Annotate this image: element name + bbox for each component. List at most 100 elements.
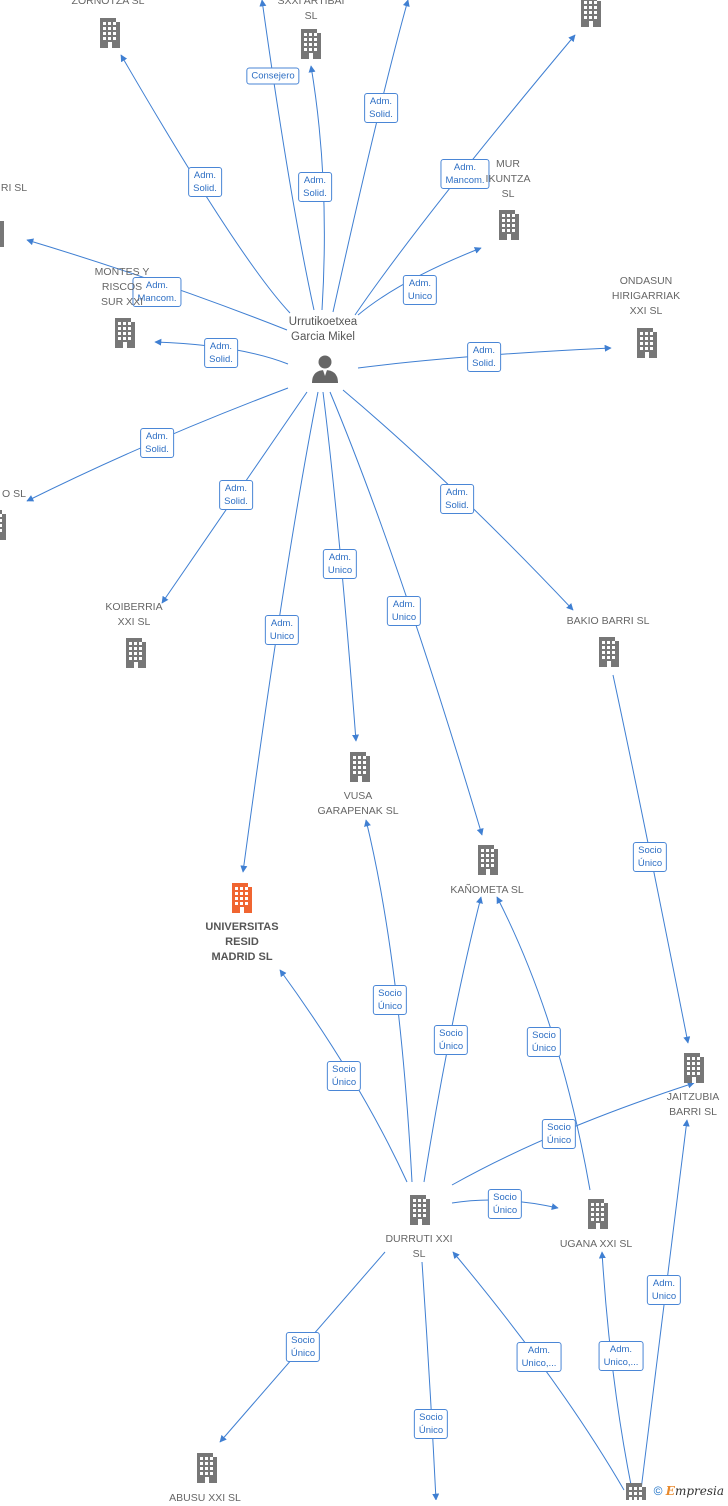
node-label-kanometa[interactable]: KAÑOMETA SL <box>450 883 523 898</box>
edge-label-person-to-ondasun[interactable]: Adm.Solid. <box>467 342 501 372</box>
edge-label-person-to-vusa[interactable]: Adm.Unico <box>323 549 357 579</box>
building-icon[interactable] <box>599 637 619 667</box>
edge-label-line: Adm. <box>270 617 294 630</box>
node-label-line: IKUNTZA <box>486 172 531 187</box>
edge-label-bottomright-to-durruti[interactable]: Adm.Unico,... <box>517 1342 562 1372</box>
edge-label-line: Único <box>532 1042 556 1055</box>
node-label-line: BAKIO BARRI SL <box>567 614 650 629</box>
edge-label-person-to-leftmid[interactable]: Adm.Solid. <box>140 428 174 458</box>
edge-label-person-to-mur[interactable]: Adm.Unico <box>403 275 437 305</box>
edge-label-line: Adm. <box>145 430 169 443</box>
edge-label-line: Socio <box>547 1121 571 1134</box>
edge-label-line: Mancom. <box>445 174 484 187</box>
edge-label-line: Unico <box>328 564 352 577</box>
building-icon[interactable] <box>126 638 146 668</box>
building-icon[interactable] <box>0 217 4 247</box>
edge-durruti-to-bottomleft <box>422 1262 436 1500</box>
building-icon[interactable] <box>588 1199 608 1229</box>
node-label-line: KOIBERRIA <box>105 600 162 615</box>
edge-label-line: Socio <box>332 1063 356 1076</box>
edge-label-line: Unico <box>652 1290 676 1303</box>
edge-label-line: Único <box>439 1040 463 1053</box>
node-label-line: DURRUTI XXI <box>385 1232 452 1247</box>
edge-label-line: Socio <box>419 1411 443 1424</box>
node-label-line: RISCOS <box>95 280 150 295</box>
node-label-line: MONTES Y <box>95 265 150 280</box>
edge-bottomright-to-jaitzubia <box>641 1120 687 1490</box>
edge-label-line: Adm. <box>652 1277 676 1290</box>
building-icon[interactable] <box>637 328 657 358</box>
edge-label-person-to-montes[interactable]: Adm.Solid. <box>204 338 238 368</box>
building-icon[interactable] <box>0 510 6 540</box>
building-icon[interactable] <box>410 1195 430 1225</box>
building-icon[interactable] <box>350 752 370 782</box>
edge-label-line: Consejero <box>251 70 294 83</box>
node-label-line: UNIVERSITAS <box>205 920 278 935</box>
edge-label-line: Solid. <box>472 357 496 370</box>
edge-label-person-to-topright[interactable]: Adm.Mancom. <box>440 159 489 189</box>
edge-label-person-to-zornotza[interactable]: Adm.Solid. <box>188 167 222 197</box>
node-label-leftedge[interactable]: RI SL <box>1 181 27 196</box>
building-icon[interactable] <box>581 0 601 27</box>
node-label-zornotza[interactable]: ZORNOTZA SL <box>72 0 145 9</box>
node-label-line: BARRI SL <box>667 1105 720 1120</box>
edge-person-to-topright <box>333 0 408 312</box>
edge-label-line: Solid. <box>224 495 248 508</box>
building-icon[interactable] <box>100 18 120 48</box>
node-label-bakio[interactable]: BAKIO BARRI SL <box>567 614 650 629</box>
edge-label-bottomright-to-ugana[interactable]: Adm.Unico,... <box>599 1341 644 1371</box>
edge-label-line: Adm. <box>445 486 469 499</box>
node-label-line: UGANA XXI SL <box>560 1237 632 1252</box>
node-label-leftmid[interactable]: O SL <box>2 487 26 502</box>
building-icon[interactable] <box>684 1053 704 1083</box>
node-label-line: Urrutikoetxea <box>289 315 357 330</box>
node-label-ugana[interactable]: UGANA XXI SL <box>560 1237 632 1252</box>
edge-label-line: Adm. <box>328 551 352 564</box>
edge-label-person-to-bakio[interactable]: Adm.Solid. <box>440 484 474 514</box>
edge-label-bottomright-to-jaitzubia[interactable]: Adm.Unico <box>647 1275 681 1305</box>
edge-label-person-to-sxxi[interactable]: Consejero <box>246 68 299 85</box>
building-icon[interactable] <box>197 1453 217 1483</box>
edge-label-person-to-topright[interactable]: Adm.Solid. <box>364 93 398 123</box>
edges <box>27 0 694 1500</box>
edge-label-line: Adm. <box>209 340 233 353</box>
building-icon[interactable] <box>478 845 498 875</box>
edge-label-person-to-kanometa[interactable]: Adm.Unico <box>387 596 421 626</box>
node-label-line: RESID <box>205 935 278 950</box>
edge-label-person-to-sxxi[interactable]: Adm.Solid. <box>298 172 332 202</box>
edge-label-line: Solid. <box>145 443 169 456</box>
building-icon[interactable] <box>115 318 135 348</box>
edge-label-person-to-koiberria[interactable]: Adm.Solid. <box>219 480 253 510</box>
node-label-line: ONDASUN <box>612 274 680 289</box>
building-icon[interactable] <box>499 210 519 240</box>
node-label-abusu[interactable]: ABUSU XXI SL <box>169 1491 241 1506</box>
edge-label-person-to-universitas[interactable]: Adm.Unico <box>265 615 299 645</box>
node-label-line: XXI SL <box>612 304 680 319</box>
person-icon[interactable] <box>312 356 338 384</box>
building-icon[interactable] <box>626 1483 646 1500</box>
edge-label-line: Adm. <box>408 277 432 290</box>
building-icon[interactable] <box>301 29 321 59</box>
building-icon[interactable] <box>232 883 252 913</box>
node-label-line: O SL <box>2 487 26 502</box>
